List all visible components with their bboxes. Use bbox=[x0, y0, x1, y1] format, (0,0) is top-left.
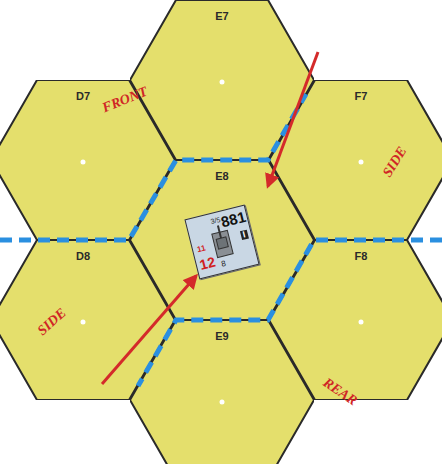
counter-value: 11 bbox=[196, 244, 206, 254]
counter-value: 881 bbox=[219, 209, 247, 230]
counter-value: 3/5 bbox=[210, 216, 221, 225]
hex-id: D7 bbox=[76, 90, 90, 102]
hex-id: E7 bbox=[215, 10, 228, 22]
counter-value: 12 bbox=[198, 254, 217, 271]
counter-value: 8 bbox=[221, 260, 227, 269]
hex-id: D8 bbox=[76, 250, 90, 262]
hex-id: F8 bbox=[355, 250, 368, 262]
hex-id: E9 bbox=[215, 330, 228, 342]
hex-id: E8 bbox=[215, 170, 228, 182]
hex-cell: E9 bbox=[130, 320, 314, 464]
hex-id: F7 bbox=[355, 90, 368, 102]
counter-value: I bbox=[240, 230, 248, 240]
